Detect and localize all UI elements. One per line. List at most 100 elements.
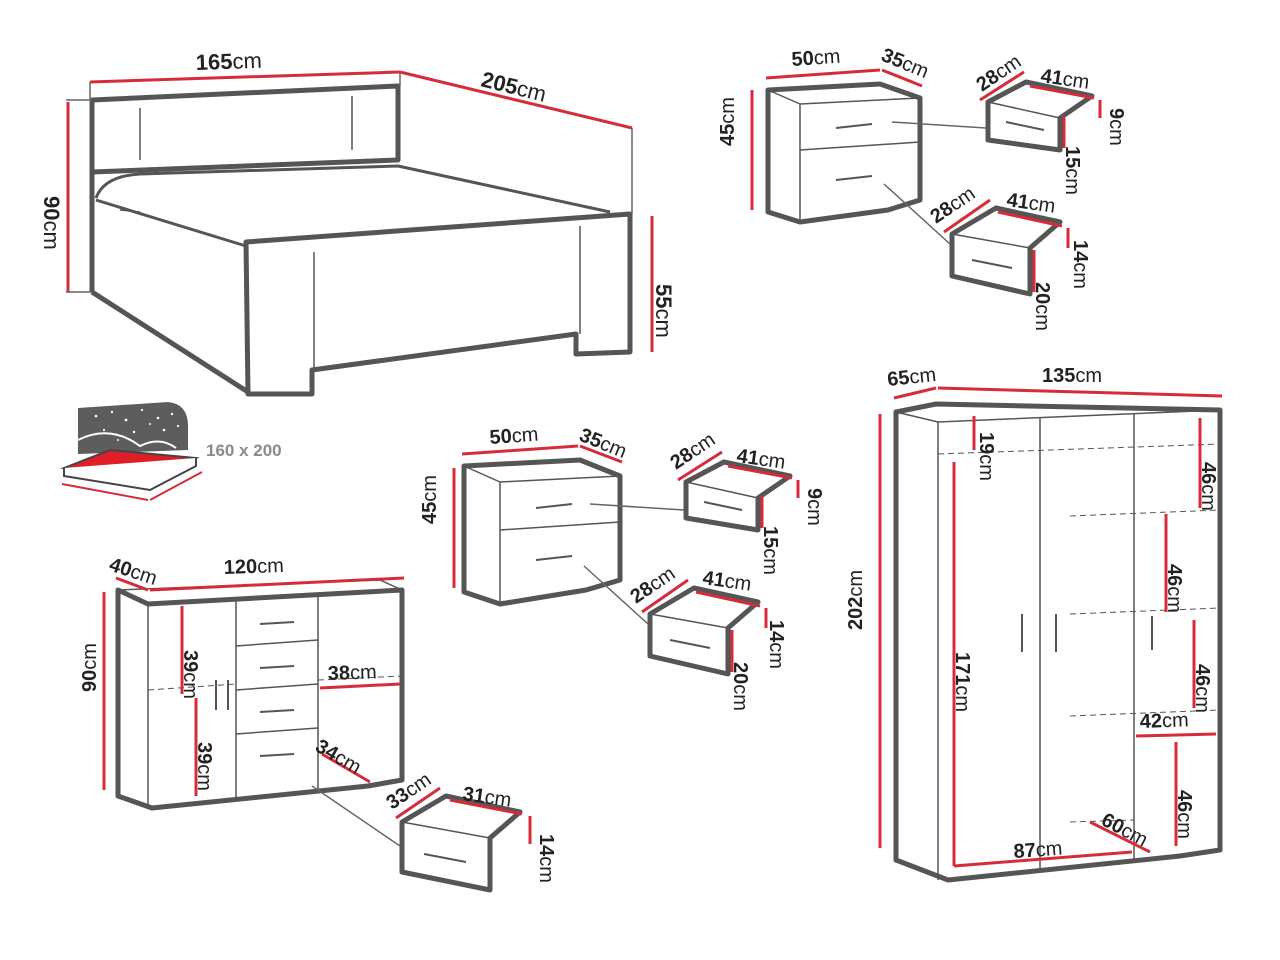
unit-label: cm [717, 97, 739, 124]
wardrobe-bottom-width-label: 87cm [1013, 838, 1063, 863]
unit-label: cm [1105, 119, 1127, 146]
unit-label: cm [1027, 192, 1056, 217]
nightstand-mid-dimensions [452, 444, 800, 672]
nightstand-mid-depth-label: 35cm [576, 424, 630, 463]
dresser-drawer [399, 793, 523, 893]
dresser-drawer-height-label: 14cm [535, 834, 557, 883]
nightstand-top-drawer-large-width-label: 41cm [1005, 189, 1057, 218]
nightstand-top-drawer-small-inner-label: 9cm [1105, 108, 1127, 146]
bed-extension-lines [66, 72, 633, 293]
nightstand-top-drawer-small [985, 79, 1095, 153]
unit-label: cm [759, 548, 781, 575]
bed-footboard [243, 211, 633, 397]
wardrobe-compartment-3-label: 46cm [1191, 664, 1213, 713]
wardrobe-top-shelf-label: 19cm [975, 432, 997, 481]
unit-label: cm [1031, 304, 1053, 331]
wardrobe-width-label: 135cm [1042, 365, 1102, 387]
unit-label: cm [723, 570, 752, 595]
wardrobe-drawing [893, 401, 1223, 883]
bed-mattress-side [95, 198, 247, 248]
unit-label: cm [765, 642, 787, 669]
bed-width-label: 165cm [195, 48, 262, 75]
bed-drawing [89, 83, 633, 397]
nightstand-top-drawer-small-width-label: 41cm [1039, 65, 1091, 94]
nightstand-top-handle [835, 123, 873, 129]
wardrobe-compartment-width-label: 42cm [1139, 709, 1189, 733]
bed-foot-height-label: 55cm [651, 284, 676, 338]
nightstand-mid-drawer-small-inner-label: 9cm [803, 488, 825, 526]
nightstand-top-body [765, 81, 923, 225]
nightstand-top-handle [835, 175, 873, 181]
unit-label: cm [845, 570, 867, 597]
dresser-shelf-lower-label: 39cm [193, 742, 215, 791]
nightstand-top-drawer-large [949, 205, 1063, 297]
bed-mattress-edge [119, 209, 141, 213]
wardrobe-compartment-1-label: 46cm [1197, 462, 1219, 511]
nightstand-top-drawer-small-front-label: 15cm [1061, 146, 1083, 195]
dresser-width-label: 120cm [223, 555, 284, 579]
unit-label: cm [1075, 365, 1102, 387]
nightstand-top-drawer-large-front-label: 20cm [1031, 282, 1053, 331]
bed-left-rail [90, 289, 250, 395]
nightstand-mid-drawer-large-width-label: 41cm [701, 567, 753, 596]
nightstand-mid-leader-lines [583, 503, 685, 625]
unit-label: cm [908, 364, 937, 389]
wardrobe-bottom-depth-label: 60cm [1098, 809, 1152, 851]
bed-width-line [89, 70, 401, 84]
dresser-dimensions [102, 576, 532, 844]
nightstand-mid-width-label: 50cm [489, 424, 539, 449]
unit-label: cm [1069, 262, 1091, 289]
dresser-side-depth-label: 34cm [312, 735, 365, 779]
mattress-night-icon [60, 402, 203, 501]
nightstand-top-dimensions [750, 68, 1102, 292]
unit-label: cm [350, 661, 377, 684]
unit-label: cm [39, 220, 64, 249]
unit-label: cm [232, 48, 262, 74]
wardrobe-compartment-4-label: 46cm [1173, 790, 1195, 839]
unit-label: cm [1173, 812, 1195, 839]
nightstand-top-height-label: 45cm [717, 97, 739, 146]
wardrobe-compartment-2-label: 46cm [1163, 564, 1185, 613]
unit-label: cm [1163, 586, 1185, 613]
unit-label: cm [483, 786, 512, 811]
unit-label: cm [179, 672, 201, 699]
unit-label: cm [729, 684, 751, 711]
dresser-drawer-width-label: 31cm [461, 783, 513, 812]
nightstand-top-leader-lines [883, 121, 987, 245]
nightstand-top-drawing [765, 81, 923, 225]
dresser-shelf-upper-label: 39cm [179, 650, 201, 699]
unit-label: cm [975, 454, 997, 481]
unit-label: cm [951, 685, 973, 712]
bed-dimensions [66, 70, 654, 352]
unit-label: cm [1191, 686, 1213, 713]
dresser-drawing [115, 579, 405, 811]
unit-label: cm [1061, 68, 1090, 93]
wardrobe-height-label: 202cm [845, 570, 867, 630]
unit-label: cm [757, 448, 786, 473]
unit-label: cm [535, 856, 557, 883]
unit-label: cm [1035, 838, 1063, 862]
dresser-height-label: 90cm [79, 643, 101, 692]
nightstand-mid-drawer-large [647, 585, 761, 677]
unit-label: cm [257, 555, 284, 578]
unit-label: cm [511, 424, 539, 448]
nightstand-mid-drawer-small [683, 459, 793, 533]
bed-mattress-top [94, 164, 611, 214]
mattress-size-label: 160 x 200 [206, 441, 282, 460]
unit-label: cm [1162, 709, 1189, 732]
dresser-side-width-label: 38cm [327, 661, 377, 685]
nightstand-top-width-label: 50cm [791, 46, 841, 71]
unit-label: cm [1061, 168, 1083, 195]
wardrobe-depth-label: 65cm [886, 364, 937, 391]
nightstand-top-drawer-large-inner-label: 14cm [1069, 240, 1091, 289]
nightstand-mid-height-label: 45cm [419, 475, 441, 524]
nightstand-mid-drawer-large-front-label: 20cm [729, 662, 751, 711]
nightstand-mid-drawer-small-front-label: 15cm [759, 526, 781, 575]
unit-label: cm [651, 308, 676, 337]
nightstand-top-depth-label: 35cm [878, 44, 932, 83]
unit-label: cm [1197, 484, 1219, 511]
nightstand-mid-drawing [461, 457, 623, 607]
wardrobe-hanging-label: 171cm [951, 652, 973, 712]
